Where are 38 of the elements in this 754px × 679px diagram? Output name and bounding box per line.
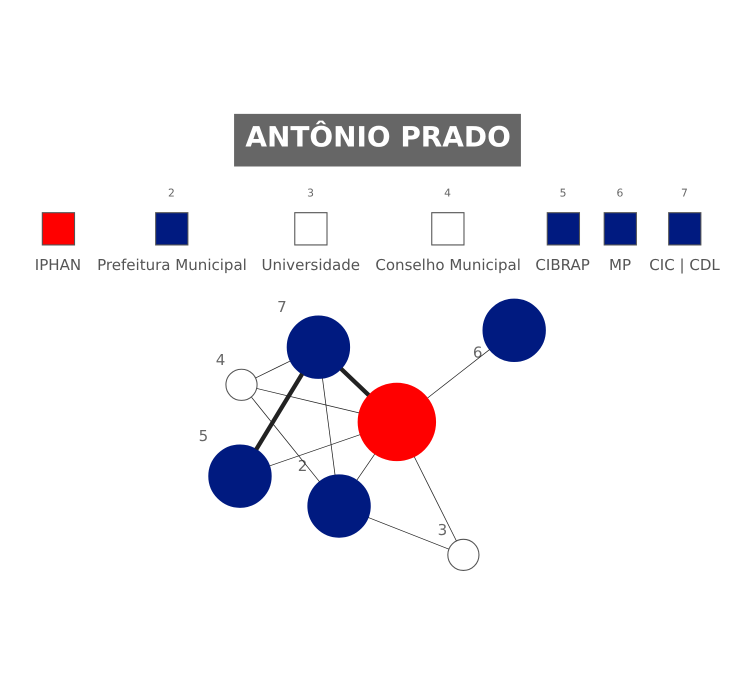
label: 3 [306, 186, 314, 200]
label: 6 [616, 186, 623, 200]
diagram-title: ANTÔNIO PRADO [244, 120, 510, 153]
label: 2 [168, 186, 174, 200]
connector [268, 434, 360, 466]
connector [322, 377, 335, 475]
legend-label: Universidade [260, 255, 360, 274]
node-circle [286, 315, 350, 378]
node-label: 7 [276, 297, 286, 316]
connector [426, 348, 490, 398]
connector [368, 516, 449, 549]
connector [256, 388, 359, 413]
connector [413, 456, 456, 541]
node-label: 6 [472, 342, 482, 361]
legend-label: CIC | CDL [648, 255, 720, 274]
node-circle [208, 444, 272, 508]
legend-label: CIBRAP [534, 255, 590, 274]
label: 4 [444, 186, 450, 200]
node-label: 4 [215, 350, 225, 369]
connector [339, 366, 370, 396]
legend-label: IPHAN [34, 255, 81, 274]
node-circle [482, 298, 546, 362]
connector [254, 360, 290, 378]
node-circle [224, 368, 258, 400]
node-circle [446, 538, 479, 570]
node-circle [357, 382, 436, 461]
legend-label: MP [608, 255, 631, 274]
node-circle [306, 474, 370, 538]
label: 5 [559, 186, 566, 200]
legend-label: Conselho Municipal [374, 255, 520, 274]
node-label: 3 [437, 520, 447, 539]
connector [250, 396, 320, 482]
connector [356, 453, 375, 480]
label: 7 [680, 186, 688, 200]
legend-label: Prefeitura Municipal [96, 255, 246, 274]
node-label: 2 [297, 456, 307, 474]
node-label: 5 [198, 426, 208, 444]
connector [254, 372, 304, 450]
